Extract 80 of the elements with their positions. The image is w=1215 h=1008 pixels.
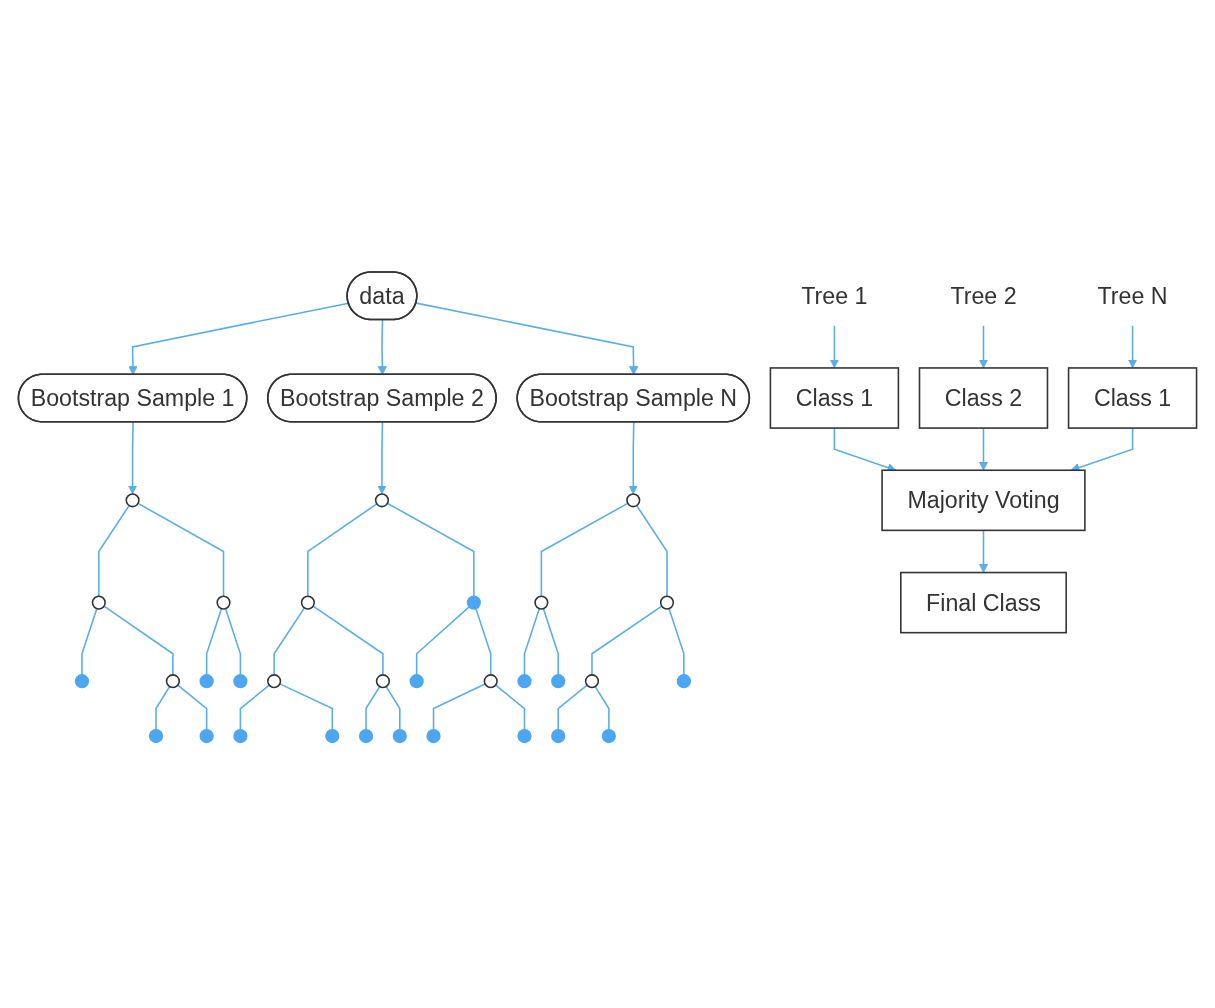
connector xyxy=(635,504,668,598)
connector xyxy=(177,684,208,731)
connector xyxy=(312,605,384,676)
node-circle xyxy=(233,674,248,689)
connector xyxy=(475,607,492,676)
node-text: Tree 1 xyxy=(801,282,868,309)
arrow xyxy=(377,319,387,376)
node-circle xyxy=(74,674,90,689)
node-circle xyxy=(626,493,641,508)
node-circle xyxy=(216,595,231,610)
connector xyxy=(594,685,610,731)
node-circle xyxy=(517,728,532,744)
node-box: Final Class xyxy=(900,571,1067,634)
connector xyxy=(591,605,663,676)
connector xyxy=(279,683,334,731)
node-circle xyxy=(199,674,214,689)
node-circle xyxy=(267,674,282,689)
node-circle xyxy=(199,728,214,744)
connector xyxy=(432,683,486,731)
arrow xyxy=(978,324,989,369)
node-box: Class 1 xyxy=(769,367,900,429)
connector xyxy=(557,684,588,731)
node-circle xyxy=(409,674,424,689)
node-circle xyxy=(165,674,180,689)
node-box: Class 1 xyxy=(1067,367,1198,429)
arrow xyxy=(978,529,989,573)
connector xyxy=(386,502,475,598)
arrow xyxy=(628,421,638,495)
arrow xyxy=(1127,324,1138,369)
connector xyxy=(81,607,98,676)
node-box: Class 2 xyxy=(918,367,1049,429)
arrow xyxy=(1070,427,1134,472)
node-text: Tree 2 xyxy=(950,282,1017,309)
connector xyxy=(273,607,306,676)
arrow xyxy=(415,302,639,376)
connector xyxy=(540,502,629,598)
arrow xyxy=(377,421,387,495)
node-circle xyxy=(358,728,374,744)
node-circle xyxy=(233,728,248,744)
node-circle xyxy=(584,674,600,689)
node-circle xyxy=(392,728,407,744)
connector xyxy=(224,607,242,676)
node-circle xyxy=(375,674,391,689)
node-circle xyxy=(601,728,616,744)
connector xyxy=(415,606,470,676)
node-circle xyxy=(426,728,441,744)
connector xyxy=(239,684,271,731)
node-circle xyxy=(676,674,691,689)
node-circle xyxy=(466,595,481,610)
connector xyxy=(155,685,171,731)
node-circle xyxy=(483,674,498,689)
connector xyxy=(98,504,130,598)
connector xyxy=(494,684,526,731)
connector xyxy=(542,607,559,676)
node-circle xyxy=(659,595,675,610)
connector xyxy=(307,503,378,598)
node-circle xyxy=(534,595,549,610)
node-circle xyxy=(148,728,164,744)
node-circle xyxy=(91,595,106,610)
connector xyxy=(365,685,381,731)
node-circle xyxy=(374,493,390,508)
node-text: Tree N xyxy=(1097,282,1168,309)
node-box: Majority Voting xyxy=(881,469,1086,532)
connector xyxy=(668,607,685,676)
arrow xyxy=(829,324,840,369)
node-circle xyxy=(325,728,340,744)
node-circle xyxy=(551,674,566,689)
arrow xyxy=(978,427,989,471)
arrow xyxy=(128,302,350,376)
node-circle xyxy=(300,595,315,610)
node-circle xyxy=(551,728,566,744)
connector xyxy=(137,502,225,598)
connector xyxy=(385,685,401,731)
arrow xyxy=(833,427,897,472)
node-circle xyxy=(125,493,140,508)
arrow xyxy=(127,421,138,495)
connector xyxy=(205,607,223,676)
connector xyxy=(523,607,541,676)
connector xyxy=(103,605,174,676)
node-circle xyxy=(517,674,532,689)
